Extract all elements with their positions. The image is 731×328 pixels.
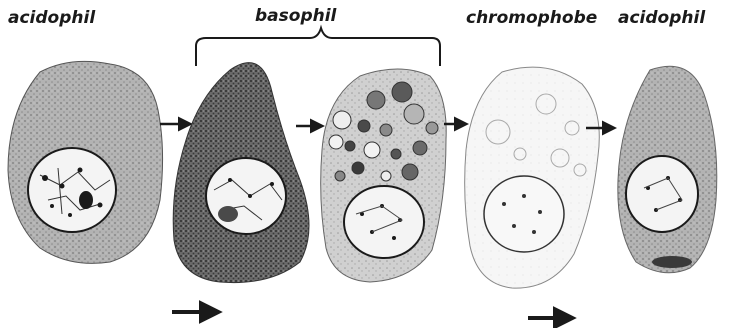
basophil-cell-granular — [321, 69, 447, 282]
label-acidophil-1: acidophil — [8, 8, 96, 28]
nucleus — [206, 158, 286, 234]
basophil-brace — [196, 28, 440, 66]
label-basophil: basophil — [255, 6, 338, 26]
label-acidophil-2: acidophil — [618, 8, 706, 28]
label-chromophobe: chromophobe — [466, 8, 597, 28]
nucleus — [344, 186, 424, 258]
chromophobe-cell — [465, 67, 600, 288]
nucleus — [484, 176, 564, 252]
acidophil-cell-1 — [8, 61, 163, 263]
nucleus — [626, 156, 698, 232]
acidophil-cell-2 — [618, 66, 717, 273]
basophil-cell-dark — [173, 63, 309, 283]
nucleus — [28, 148, 116, 232]
